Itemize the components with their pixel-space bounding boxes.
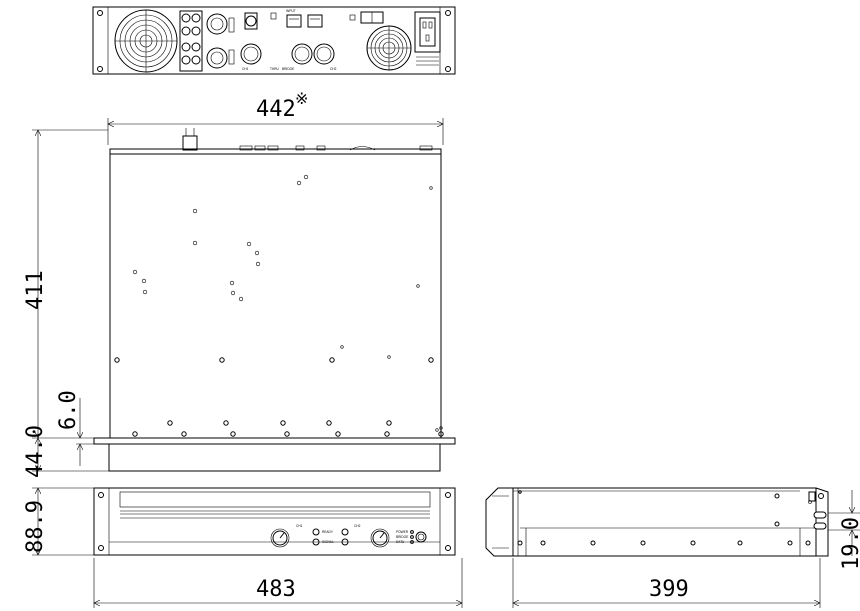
rear-panel-view: CH1 THRU BRIDGE CH2 INPUT [92,6,456,75]
speaker-terminal-block [179,10,203,72]
front-label-signal: SIGNAL [322,540,334,544]
dim-19-label: 19.0 [839,517,860,570]
front-status-power: POWER [396,530,409,534]
top-view [93,128,456,472]
dimension-depth-top: 411 44.0 6.0 [23,130,109,478]
dimension-width-front: 483 [94,558,462,608]
front-status-bridge: BRIDGE [396,535,408,539]
front-label-ch2: CH2 [354,524,361,528]
dim-889-label: 88.9 [23,500,48,553]
rear-label-ch1: CH1 [242,67,249,71]
dimension-width-rear: 442 ※ [108,89,443,145]
dim-399-label: 399 [649,577,689,602]
rear-fan-left [114,9,178,73]
dim-483-label: 483 [256,577,296,602]
dim-442-label: 442 [256,97,296,122]
front-label-ch1: CH1 [296,524,303,528]
dimension-side-height: 19.0 [828,490,860,570]
dim-6-label: 6.0 [56,390,81,430]
ac-inlet [414,11,441,66]
rear-label-bridge: BRIDGE [282,67,294,71]
top-view-holes [114,174,444,437]
rear-label-thru: THRU [270,67,280,71]
dimension-front-height: 88.9 [23,488,94,555]
dim-411-label: 411 [23,270,48,310]
rear-label-ch2: CH2 [330,67,337,71]
side-view [485,487,829,557]
front-view: CH1 CH2 READY SIGNAL POWER BRIDGE DATA [93,487,456,556]
dim-442-mark: ※ [295,89,308,108]
front-status-data: DATA [396,540,405,544]
rear-label-input: INPUT [286,9,296,13]
rear-fan-right [366,25,412,71]
dimension-depth-side: 399 [513,558,820,608]
xlr-inputs [240,12,335,65]
ch1-volume-knob [270,528,290,548]
ch2-volume-knob [370,528,390,548]
speakon-connectors [206,13,235,69]
front-label-ready: READY [322,530,334,534]
dim-44-label: 44.0 [23,425,48,478]
